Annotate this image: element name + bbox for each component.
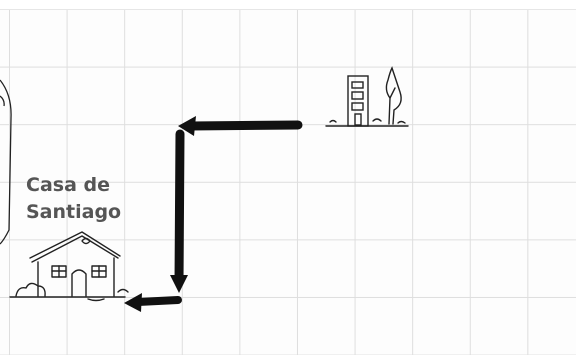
building-with-tree-icon: [325, 66, 409, 127]
arrow-heads: [124, 116, 196, 312]
destination-label-line1: Casa de: [26, 174, 110, 196]
destination-label-line2: Santiago: [26, 201, 122, 223]
arrow-segment-down: [174, 129, 185, 287]
destination-label: Casa de Santiago: [26, 172, 121, 226]
arrow-segment-left-lower: [134, 296, 182, 306]
arrowhead-left-upper: [178, 116, 196, 136]
route-arrows: [134, 120, 303, 306]
arrowhead-down: [170, 275, 188, 293]
arrow-segment-left-upper: [185, 120, 303, 131]
mirror-frame-icon: [0, 79, 12, 245]
top-border: [0, 0, 576, 10]
arrowhead-left-lower: [124, 293, 142, 312]
house-icon: [9, 231, 129, 302]
